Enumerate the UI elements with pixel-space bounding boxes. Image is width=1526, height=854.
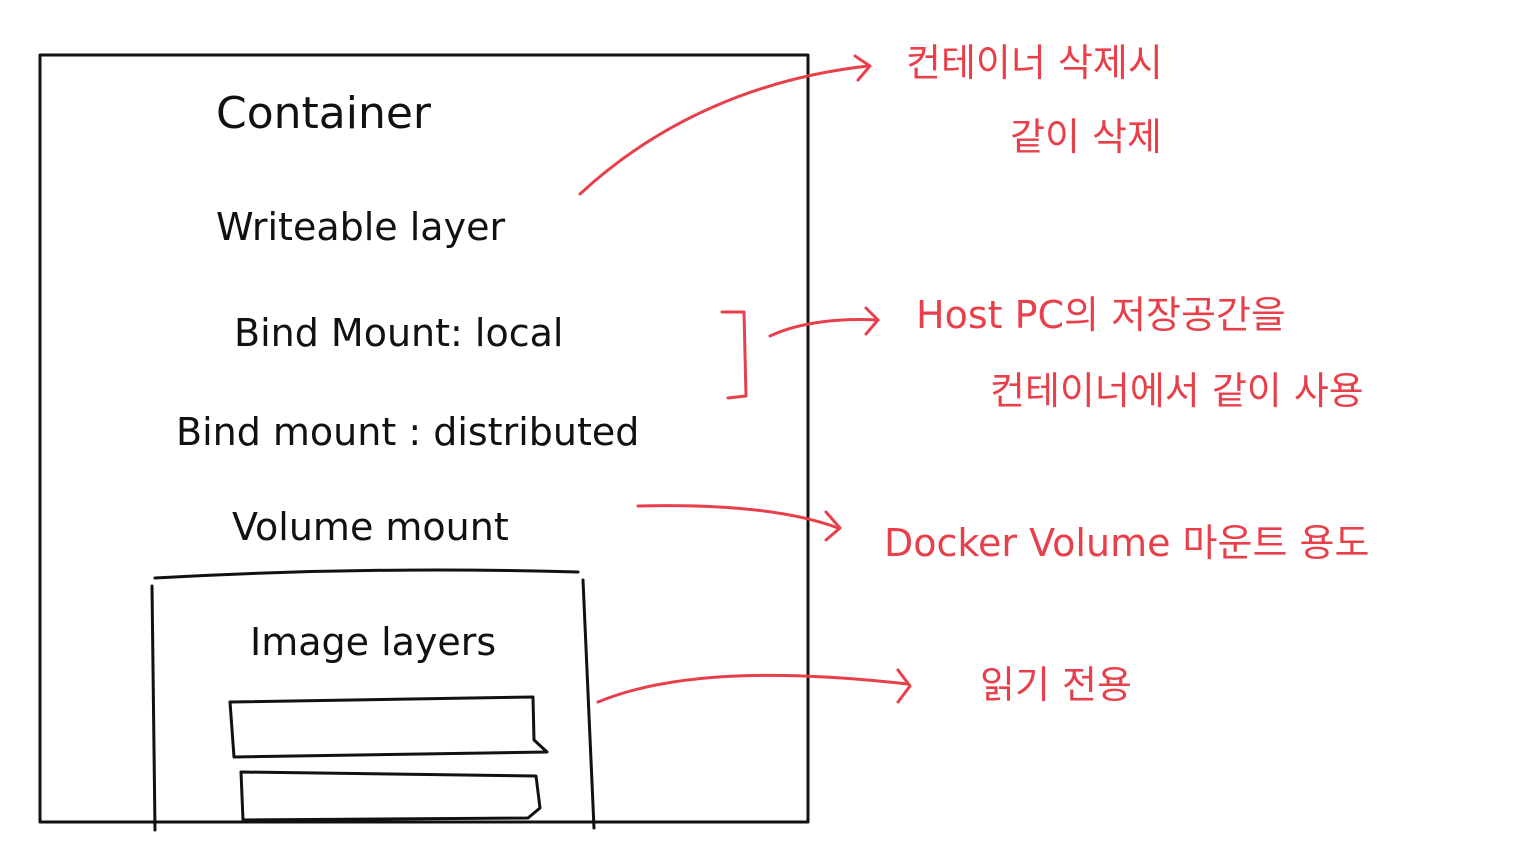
bind-arrow: [768, 318, 880, 338]
arrow-head: [824, 510, 842, 542]
writeable-note-line1: 컨테이너 삭제시: [906, 41, 1163, 85]
bind-note-line2: 컨테이너에서 같이 사용: [990, 369, 1364, 413]
bind-note-line1: Host PC의 저장공간을: [916, 293, 1286, 337]
image-note: 읽기 전용: [980, 663, 1132, 707]
container-title: Container: [216, 88, 432, 139]
writeable-note-line2: 같이 삭제: [1010, 115, 1162, 159]
image-layers-title: Image layers: [250, 620, 496, 664]
arrow-head: [864, 306, 880, 336]
volume-arrow: [636, 504, 840, 530]
volume-mount-label: Volume mount: [232, 505, 509, 549]
arrow-head: [896, 668, 912, 704]
image-arrow: [596, 673, 910, 704]
image-layer-rect: [228, 695, 549, 759]
bind-mount-distributed-label: Bind mount : distributed: [176, 410, 639, 454]
container-box: [38, 53, 810, 824]
writeable-layer-label: Writeable layer: [216, 205, 505, 249]
writeable-arrow: [578, 64, 870, 196]
bind-mount-local-label: Bind Mount: local: [234, 311, 563, 355]
image-layer-rect: [239, 770, 542, 822]
image-layers-box: [150, 568, 596, 832]
arrow-head: [853, 54, 872, 82]
bind-mount-bracket: [720, 310, 748, 400]
volume-note: Docker Volume 마운트 용도: [884, 521, 1369, 565]
